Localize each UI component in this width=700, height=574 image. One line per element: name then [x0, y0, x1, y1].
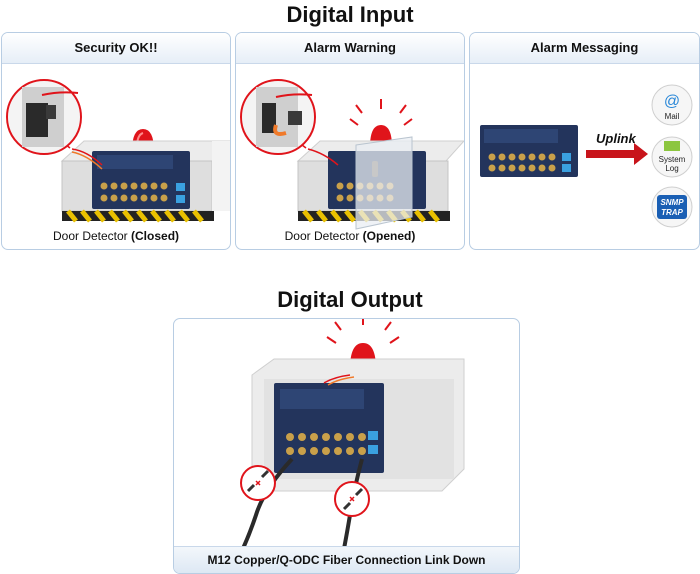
opened-cabinet-illustration	[240, 79, 464, 230]
closed-cabinet-illustration	[6, 79, 230, 223]
alarm-messaging-panel: Alarm Messaging Uplink @ Mail System Log	[469, 32, 700, 250]
link-down-caption: M12 Copper/Q-ODC Fiber Connection Link D…	[174, 546, 519, 573]
door-detector-closed-caption: Door Detector (Closed)	[52, 229, 180, 243]
system-log-label-line2: Log	[665, 164, 678, 173]
digital-output-illustration	[240, 319, 465, 547]
industrial-switch	[480, 125, 578, 177]
mail-icon: @ Mail	[651, 84, 693, 126]
mail-label: Mail	[665, 112, 680, 121]
broken-link-zoom-left	[240, 465, 276, 501]
panel-header-security-ok: Security OK!!	[2, 33, 230, 64]
snmp-trap-icon: SNMP TRAP	[651, 186, 693, 228]
industrial-switch	[274, 383, 384, 473]
alarm-warning-panel: Alarm Warning	[235, 32, 465, 250]
uplink-arrow-icon	[586, 143, 648, 165]
digital-output-panel: M12 Copper/Q-ODC Fiber Connection Link D…	[173, 318, 520, 574]
system-log-icon: System Log	[651, 136, 693, 178]
door-sensor-closed-zoom	[6, 79, 82, 155]
industrial-switch	[92, 151, 190, 209]
door-detector-opened-caption: Door Detector (Opened)	[284, 229, 416, 243]
svg-text:@: @	[664, 93, 680, 110]
door-sensor-opened-zoom	[240, 79, 316, 155]
broken-link-zoom-right	[334, 481, 370, 517]
alarm-messaging-illustration: Uplink @ Mail System Log SNMP TRAP	[480, 84, 693, 228]
snmp-label-line2: TRAP	[661, 208, 683, 217]
system-log-label-line1: System	[659, 155, 686, 164]
panel-header-alarm-warning: Alarm Warning	[236, 33, 464, 64]
snmp-label-line1: SNMP	[660, 198, 684, 207]
security-ok-panel: Security OK!!	[1, 32, 231, 250]
digital-output-title: Digital Output	[277, 287, 423, 312]
uplink-label: Uplink	[596, 131, 636, 146]
panel-header-alarm-messaging: Alarm Messaging	[470, 33, 699, 64]
digital-input-title: Digital Input	[286, 2, 414, 27]
